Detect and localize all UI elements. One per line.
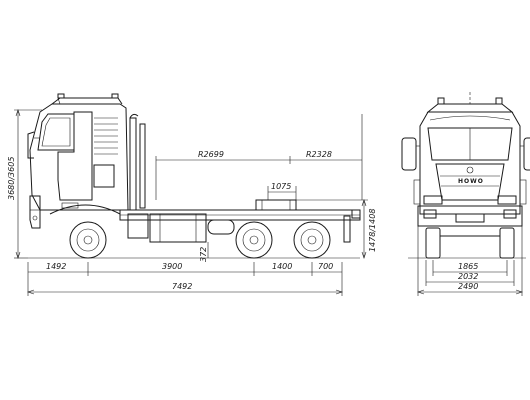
height-label: 3680/3605	[7, 157, 16, 200]
track-rear-label: 2032	[458, 272, 478, 281]
cab	[27, 93, 129, 229]
brand-emblem-icon	[466, 166, 474, 174]
width-dimension-chain: 1865 2032 2490	[417, 226, 523, 296]
side-view: 3680/3605 1478/1408 R2699 R2328 1075	[7, 93, 377, 296]
radius-rear-label: R2328	[306, 150, 332, 159]
chassis-frame	[119, 199, 361, 243]
front-bumper	[417, 205, 523, 227]
exhaust-stack	[129, 113, 146, 211]
length-dimension-chain: 1492 3900 1400 700 7492	[27, 262, 343, 296]
overall-length-label: 7492	[172, 282, 192, 291]
radius-front-label: R2699	[198, 150, 224, 159]
right-mirror	[520, 137, 530, 171]
front-overhang-label: 1492	[46, 262, 66, 271]
right-headlight	[497, 195, 517, 205]
fifth-wheel-height-label: 1478/1408	[368, 209, 377, 252]
fifth-wheel-offset-dimension: 1075	[267, 182, 297, 200]
frame-height-dimension: 372	[199, 242, 209, 262]
rear-wheel-2	[293, 221, 331, 259]
rear-overhang-label: 700	[318, 262, 333, 271]
track-front-label: 1865	[458, 262, 478, 271]
cab-body	[419, 111, 521, 215]
wheelbase-label: 3900	[162, 262, 182, 271]
rear-wheel-1	[235, 221, 273, 259]
grille-logo-text: HOWO	[458, 178, 484, 185]
height-dimension: 3680/3605	[7, 109, 42, 259]
fifth-wheel-height-dimension: 1478/1408	[296, 199, 377, 259]
left-headlight	[423, 195, 443, 205]
radius-dimensions: R2699 R2328	[155, 114, 363, 200]
front-left-tire	[425, 227, 441, 259]
fifth-wheel-offset-label: 1075	[271, 182, 291, 191]
windshield	[427, 127, 513, 161]
overall-width-label: 2490	[458, 282, 478, 291]
tandem-spacing-label: 1400	[272, 262, 292, 271]
left-mirror	[401, 137, 420, 171]
cab-roof	[426, 103, 514, 113]
frame-height-label: 372	[199, 247, 208, 262]
front-right-tire	[499, 227, 515, 259]
front-view: HOWO 1865 2032	[401, 92, 530, 296]
front-wheel	[69, 221, 107, 259]
grille: HOWO	[435, 163, 505, 201]
